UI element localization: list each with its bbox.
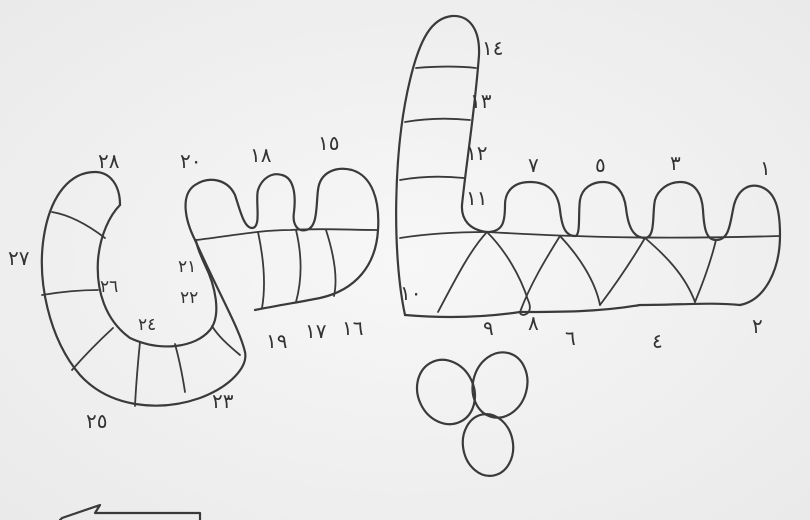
label-25: ٢٥	[86, 409, 107, 433]
label-9: ٩	[483, 316, 494, 340]
label-20: ٢٠	[180, 149, 201, 173]
label-18: ١٨	[250, 143, 272, 167]
label-1: ١	[760, 156, 771, 180]
label-4: ٤	[652, 329, 663, 353]
label-5: ٥	[595, 153, 606, 177]
label-2: ٢	[752, 314, 763, 338]
label-13: ١٣	[470, 89, 492, 113]
label-27: ٢٧	[8, 246, 30, 270]
label-24: ٢٤	[138, 315, 156, 335]
label-6: ٦	[565, 326, 576, 350]
label-12: ١٢	[466, 141, 487, 165]
label-26: ٢٦	[100, 277, 118, 297]
label-11: ١١	[466, 186, 487, 210]
label-17: ١٧	[305, 319, 327, 343]
label-19: ١٩	[266, 329, 287, 353]
label-28: ٢٨	[98, 149, 120, 173]
label-8: ٨	[528, 311, 539, 335]
label-14: ١٤	[482, 36, 503, 60]
label-10: ١٠	[400, 281, 421, 305]
label-22: ٢٢	[180, 288, 198, 308]
label-7: ٧	[528, 153, 539, 177]
label-15: ١٥	[318, 131, 339, 155]
label-21: ٢١	[178, 257, 196, 277]
label-23: ٢٣	[212, 389, 234, 413]
label-3: ٣	[670, 151, 681, 175]
label-16: ١٦	[342, 316, 363, 340]
